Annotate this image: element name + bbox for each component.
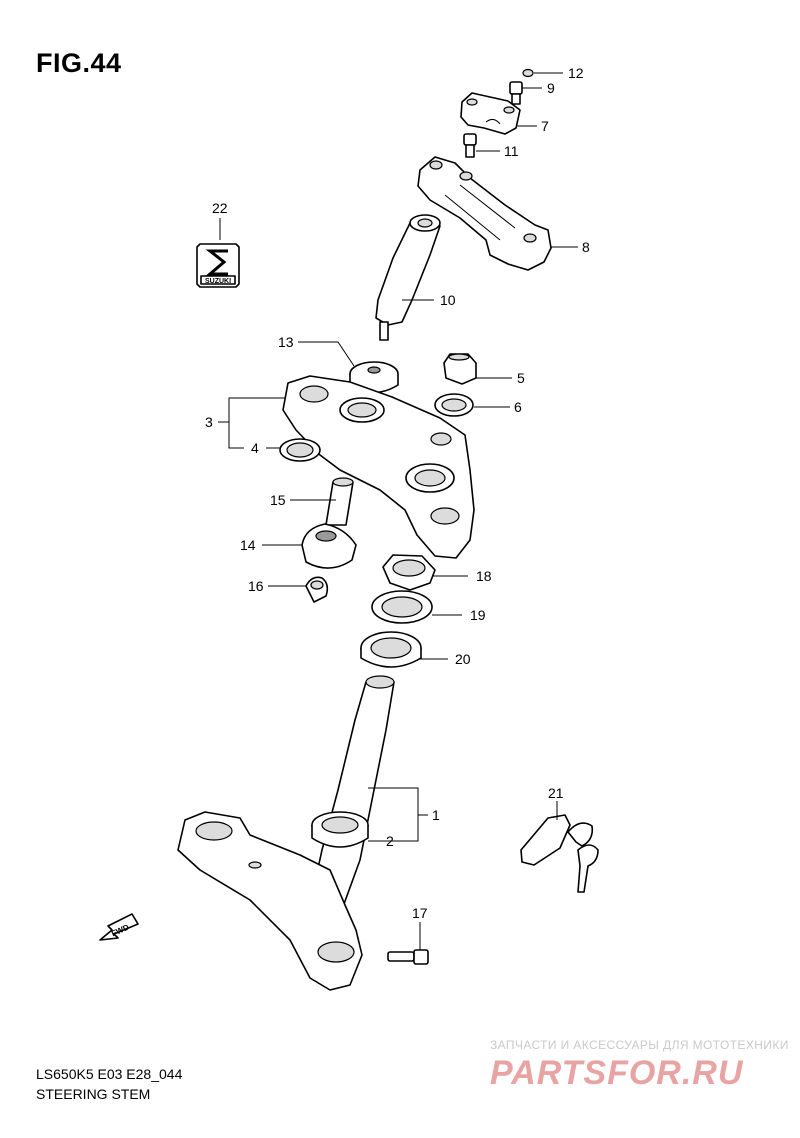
callout-17: 17 <box>412 905 428 921</box>
part-8-lower-holder <box>417 156 552 271</box>
callout-8: 8 <box>582 239 590 255</box>
part-14-damper <box>301 523 357 569</box>
callout-13: 13 <box>278 334 294 350</box>
callout-1: 1 <box>432 807 440 823</box>
callout-2: 2 <box>386 833 394 849</box>
part-11-bolt <box>463 133 477 158</box>
part-7-upper-clamp <box>460 92 521 135</box>
callout-20: 20 <box>455 651 471 667</box>
part-9-bolt <box>509 81 523 105</box>
callout-14: 14 <box>240 537 256 553</box>
model-code: LS650K5 E03 E28_044 <box>36 1066 183 1082</box>
emblem-text: SUZUKI <box>205 278 231 285</box>
part-16-plug <box>305 576 329 603</box>
callout-11: 11 <box>504 143 519 159</box>
callout-7: 7 <box>541 118 549 134</box>
callout-21: 21 <box>548 785 564 801</box>
callout-6: 6 <box>514 399 522 415</box>
callout-labels: 12 9 7 11 8 22 10 13 5 6 3 4 15 14 16 18… <box>205 65 590 921</box>
callout-22: 22 <box>212 200 228 216</box>
part-12-cap <box>522 68 534 78</box>
watermark-subtitle: ЗАПЧАСТИ И АКСЕССУАРЫ ДЛЯ МОТОТЕХНИКИ <box>490 1038 789 1052</box>
callout-19: 19 <box>470 607 486 623</box>
callout-10: 10 <box>440 292 456 308</box>
callout-9: 9 <box>547 80 555 96</box>
part-20-bearing <box>360 631 422 668</box>
part-1-steering-stem <box>177 675 395 991</box>
part-17-bolt <box>387 949 429 965</box>
figure-title: FIG.44 <box>36 48 122 78</box>
part-2-lower-bearing <box>311 811 369 848</box>
fwd-direction-marker: FWD <box>99 913 139 941</box>
callout-15: 15 <box>270 492 286 508</box>
callout-4: 4 <box>251 440 259 456</box>
watermark-brand: PARTSFOR.RU <box>490 1054 744 1092</box>
part-10-tube <box>375 214 441 341</box>
leader-lines <box>218 72 578 950</box>
part-4-oring <box>279 438 321 462</box>
part-15-pin <box>325 477 354 526</box>
callout-18: 18 <box>476 568 492 584</box>
part-6-washer <box>434 393 474 417</box>
part-18-nut <box>382 554 436 591</box>
part-5-cap <box>443 353 477 385</box>
part-22-emblem: SUZUKI <box>196 243 240 288</box>
callout-3: 3 <box>205 414 213 430</box>
callout-16: 16 <box>248 578 264 594</box>
part-21-lock-set <box>520 814 599 893</box>
part-3-upper-bracket <box>282 375 475 559</box>
figure-name: STEERING STEM <box>36 1086 151 1102</box>
part-19-seal <box>371 590 433 624</box>
callout-5: 5 <box>517 370 525 386</box>
callout-12: 12 <box>568 65 584 81</box>
